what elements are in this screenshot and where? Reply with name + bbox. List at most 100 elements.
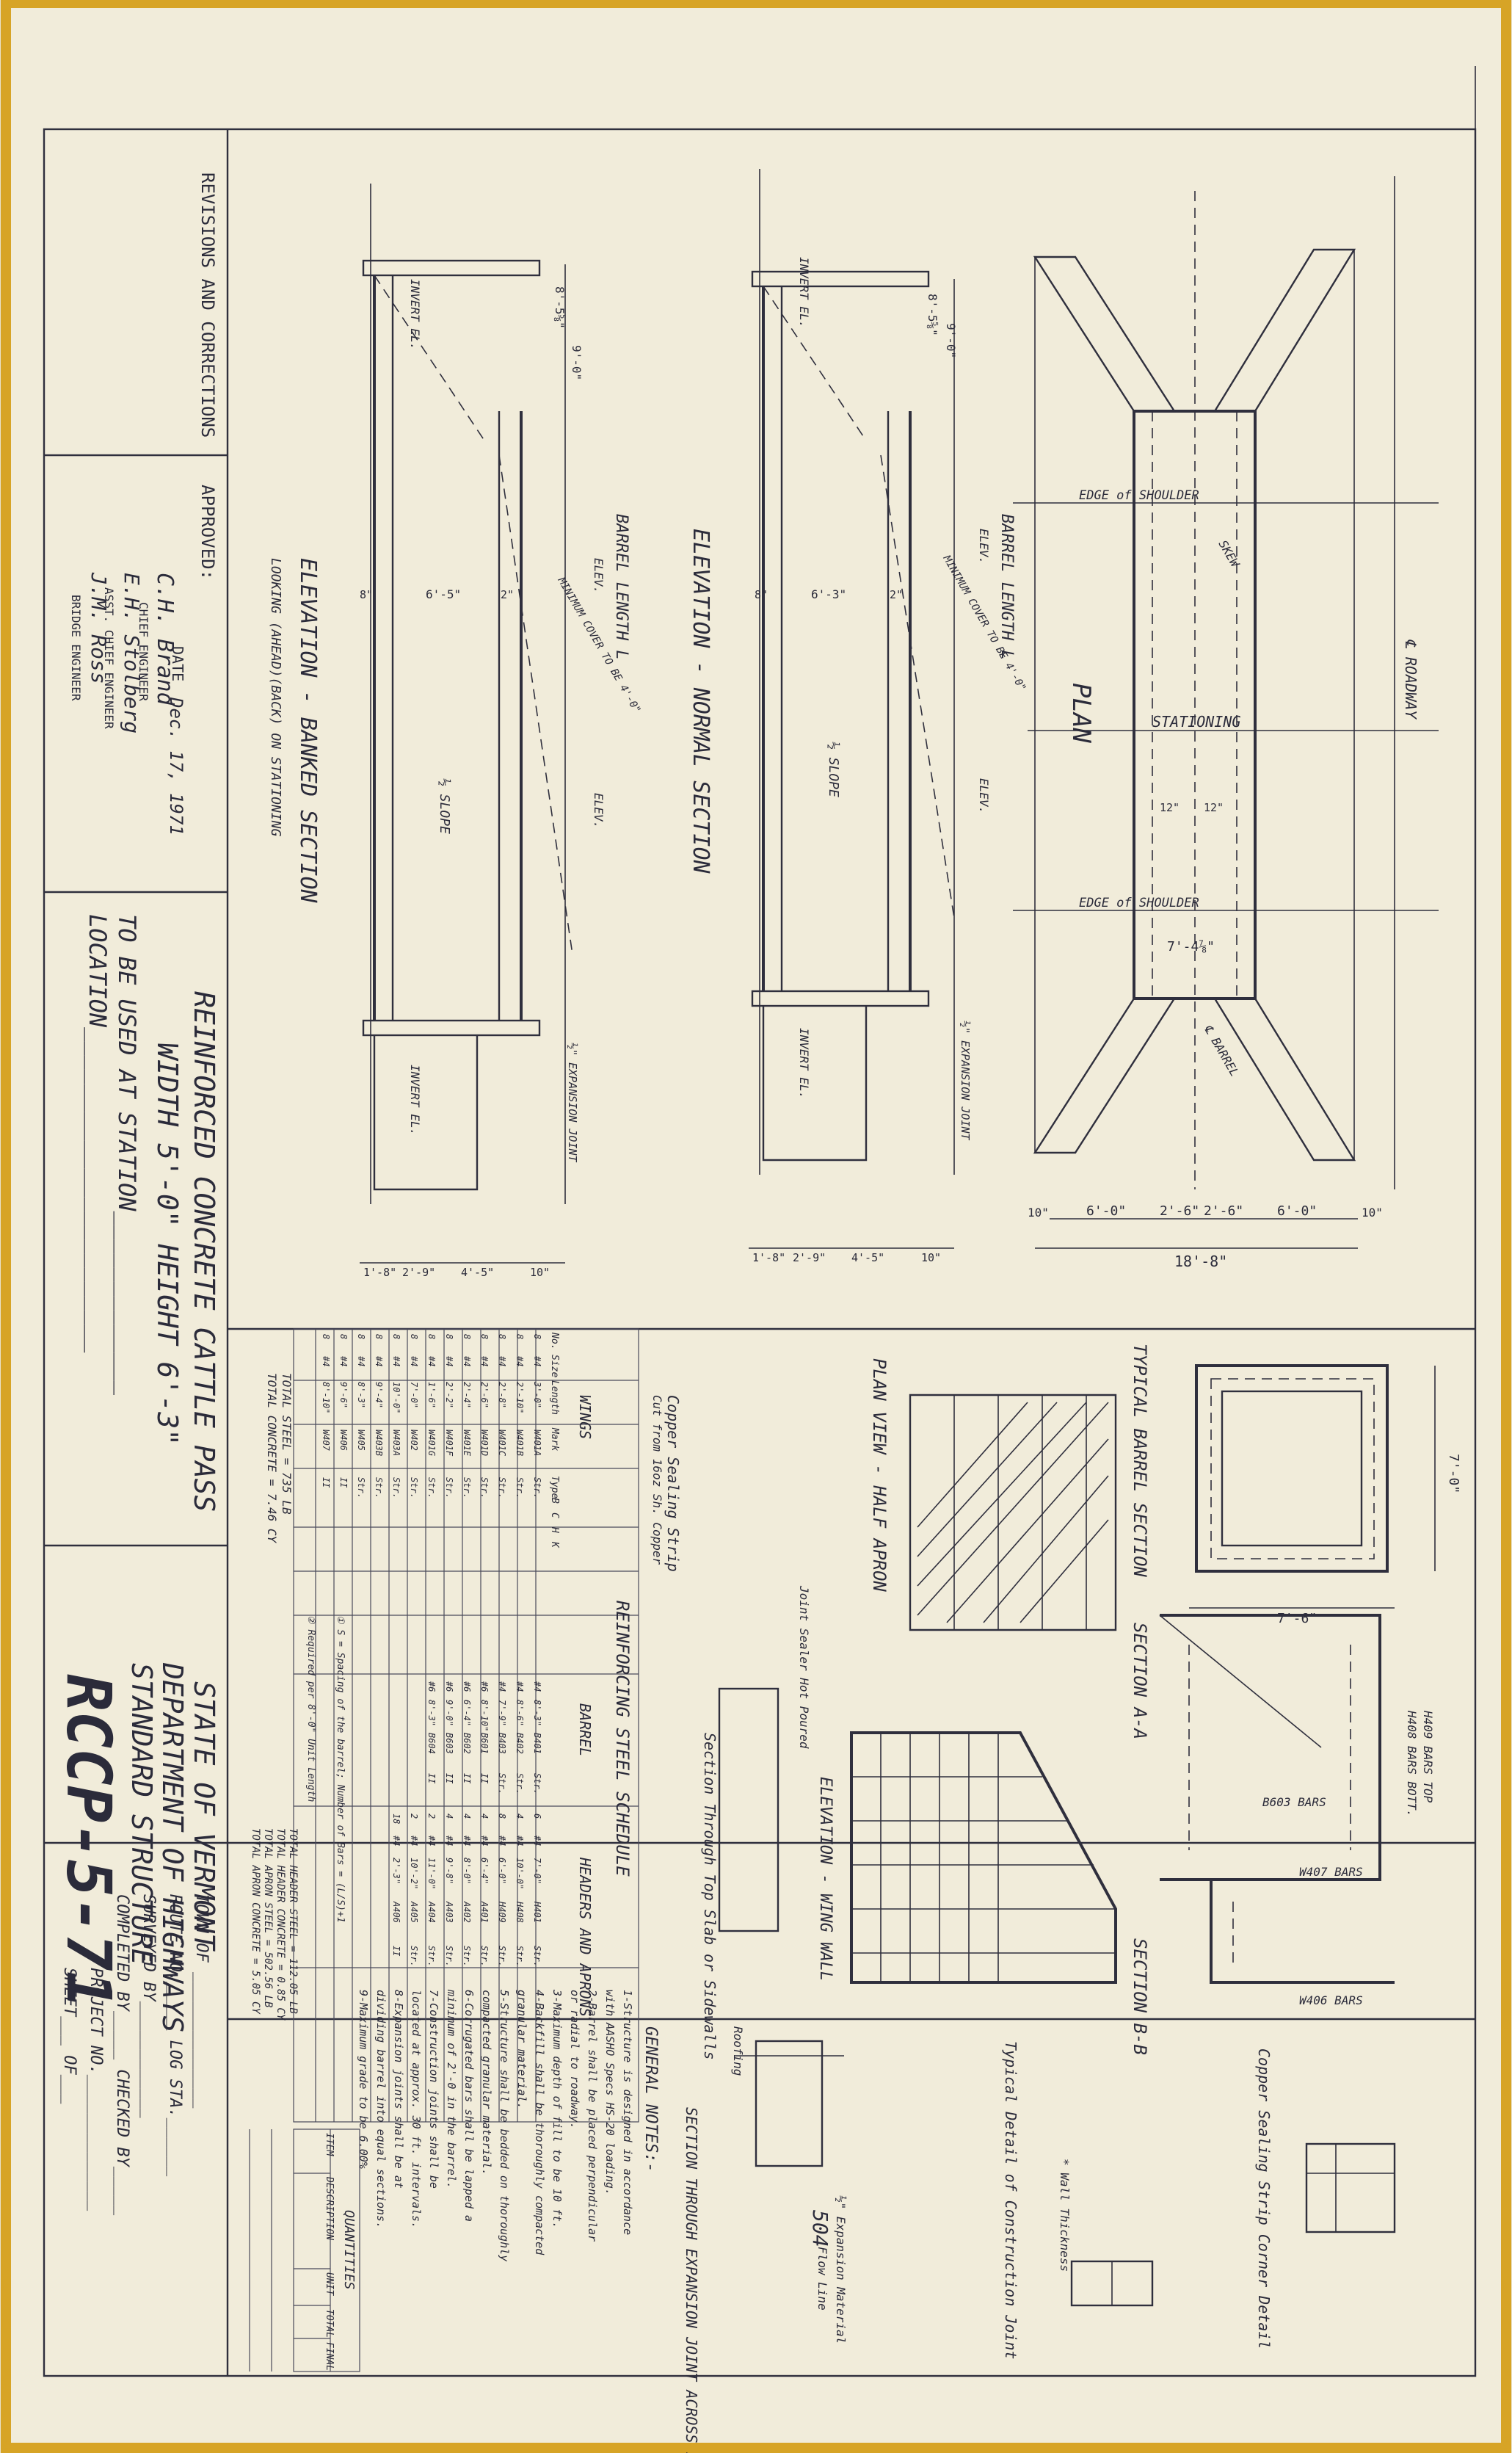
schedule-header-cell: A401 (479, 1901, 490, 1923)
schedule-header-cell: II (391, 1946, 401, 1956)
dim-normal-10: 10" (921, 1251, 941, 1264)
schedule-header-cell: 4 (479, 1814, 490, 1819)
plan-half-apron: PLAN VIEW - HALF APRON (869, 1358, 1117, 1631)
used-at-station: TO BE USED AT STATION_____________ (113, 914, 141, 1396)
schedule-header-cell: #4 (462, 1835, 472, 1846)
elevation-normal-section: ELEVATION - NORMAL SECTION BARREL LENGTH… (688, 169, 1028, 1264)
schedule-wing-cell: 8'-10" (321, 1382, 331, 1413)
schedule-wing-cell: 2'-6" (479, 1382, 490, 1408)
quantities-col-header: DESCRIPTION (324, 2176, 335, 2240)
schedule-wing-cell: Str. (391, 1477, 401, 1499)
schedule-header-cell: Str. (532, 1946, 542, 1967)
schedule-wing-cell: Str. (515, 1477, 525, 1499)
schedule-barrel-cell: #4 (497, 1681, 507, 1692)
dim-plan-12-right: 12" (1204, 801, 1224, 814)
elev-banked-invert-bottom: INVERT EL. (408, 1065, 422, 1135)
dim-plan-12-left: 12" (1160, 801, 1180, 814)
dim-normal-4-5: 4'-5" (851, 1251, 884, 1264)
date-value: Dec. 17, 1971 (166, 697, 186, 836)
schedule-wing-cell: Str. (444, 1477, 454, 1499)
quantities-title: QUANTITIES (341, 2210, 357, 2290)
section-a-a: SECTION A-A H409 BARS TOP H408 BARS BOTT… (1130, 1614, 1435, 1881)
schedule-wing-cell: W403A (391, 1430, 401, 1456)
schedule-barrel-cell: #6 (462, 1681, 472, 1692)
dim-banked-1-8: 1'-8" (363, 1266, 396, 1279)
reinforcing-steel-schedule: REINFORCING STEEL SCHEDULE WINGS BARREL … (250, 1328, 639, 2123)
route-line: ROUTE NO._____ LOG STA.______ (166, 1894, 184, 2177)
schedule-wing-cell: 2'-8" (497, 1382, 507, 1408)
project-line: PROJECT NO.______________ (87, 1968, 105, 2211)
schedule-wings-label: WINGS (576, 1395, 594, 1439)
plan-half-apron-title: PLAN VIEW - HALF APRON (869, 1358, 890, 1592)
schedule-barrel-cell: Str. (532, 1773, 542, 1794)
bridge-engineer-label: BRIDGE ENGINEER (69, 595, 83, 701)
schedule-wing-cell: Str. (409, 1477, 419, 1499)
schedule-barrel-cell: B603 (444, 1733, 454, 1754)
standard-title: STANDARD STRUCTURE (126, 1663, 158, 1965)
dim-plan-18-8: 18'-8" (1174, 1253, 1227, 1270)
schedule-barrel-cell: #4 (515, 1681, 525, 1692)
plan-title: PLAN (1066, 683, 1096, 743)
schedule-barrel-cell: #6 (444, 1681, 454, 1692)
elev-banked-invert-top: INVERT EL. (408, 279, 422, 349)
schedule-wing-cell: 9'-4" (374, 1382, 384, 1408)
schedule-wing-cell: 8 (532, 1334, 542, 1339)
notes-line: 8-Expansion joints shall be at (392, 1990, 405, 2189)
schedule-header-cell: A405 (409, 1901, 419, 1923)
schedule-wing-cell: W403B (374, 1430, 384, 1456)
schedule-wing-cell: 2'-4" (462, 1382, 472, 1408)
schedule-barrel-cell: B401 (532, 1733, 542, 1754)
w406-bars-label: W406 BARS (1299, 1993, 1363, 2007)
schedule-wing-cell: 8 (356, 1334, 366, 1339)
schedule-wing-cell: W401D (479, 1430, 490, 1456)
schedule-wing-cell: II (321, 1477, 331, 1488)
structure-dimensions: WIDTH 5'-0" HEIGHT 6'-3" (151, 1043, 183, 1446)
elev-normal-elev-1: ELEV. (977, 529, 991, 564)
schedule-barrel-cell: 8'-3" (532, 1700, 542, 1726)
typ-barrel-title: TYPICAL BARREL SECTION (1130, 1344, 1150, 1577)
schedule-col-header: K (549, 1541, 560, 1548)
schedule-wing-cell: 8 (409, 1334, 419, 1339)
schedule-wing-cell: 8'-3" (356, 1382, 366, 1408)
elev-banked-title: ELEVATION - BANKED SECTION (295, 558, 321, 904)
dim-plan-2-6-right: 2'-6" (1204, 1203, 1243, 1219)
schedule-wing-cell: 7'-0" (409, 1382, 419, 1408)
schedule-col-header: No. (549, 1332, 560, 1349)
schedule-wing-cell: 3'-0" (532, 1381, 542, 1408)
asst-chief-engineer-signature: E.H. Stolberg (120, 573, 144, 733)
copper-strip-note: Cut from 16oz Sh. Copper (650, 1395, 664, 1565)
dim-plan-6-0-left: 6'-0" (1086, 1203, 1126, 1219)
schedule-wing-cell: W406 (338, 1430, 349, 1451)
copper-strip-title: Copper Sealing Strip (664, 1395, 682, 1572)
schedule-wing-cell: Str. (479, 1477, 490, 1499)
dim-normal-2: 2" (890, 588, 903, 601)
schedule-wing-cell: 10'-0" (391, 1382, 401, 1413)
schedule-col-header: B (549, 1498, 560, 1504)
dim-normal-9-0: 9'-0" (944, 323, 958, 358)
schedule-wing-cell: #4 (338, 1355, 349, 1366)
schedule-barrel-cell: II (426, 1773, 437, 1783)
schedule-header-cell: 11'-0" (426, 1858, 437, 1889)
notes-line: with AASHO Specs HS-20 loading. (603, 1990, 617, 2195)
notes-line: 4-Backfill shall be thoroughly compacted (533, 1990, 546, 2255)
schedule-barrel-cell: II (479, 1773, 490, 1783)
schedule-header-cell: Str. (497, 1946, 507, 1967)
schedule-header-cell: 8'-0" (462, 1858, 472, 1884)
elev-banked-elev-1: ELEV. (592, 558, 606, 593)
schedule-barrel-cell: B602 (462, 1733, 472, 1754)
revisions-label: REVISIONS AND CORRECTIONS (197, 173, 218, 438)
schedule-col-header: H (549, 1526, 560, 1533)
quantities-col-header: TOTAL (324, 2309, 335, 2338)
expansion-joint-details: Copper Sealing Strip Cut from 16oz Sh. C… (650, 1395, 848, 2453)
wings-total-steel: TOTAL STEEL = 735 LB (280, 1373, 294, 1515)
edge-shoulder-bottom: EDGE of SHOULDER (1079, 896, 1199, 910)
notes-line: granular material. (515, 1990, 528, 2109)
schedule-barrel-cell: II (444, 1773, 454, 1783)
schedule-wing-cell: II (338, 1477, 349, 1488)
header-total-steel: TOTAL HEADER STEEL = 112.05 LB (287, 1828, 299, 2014)
schedule-footnote-2: ② Required per 8'-0" Unit Length (305, 1615, 316, 1802)
joint-sealer-label: Joint Sealer Hot Poured (797, 1585, 811, 1749)
general-notes: GENERAL NOTES:- 1-Structure is designed … (357, 1989, 660, 2261)
